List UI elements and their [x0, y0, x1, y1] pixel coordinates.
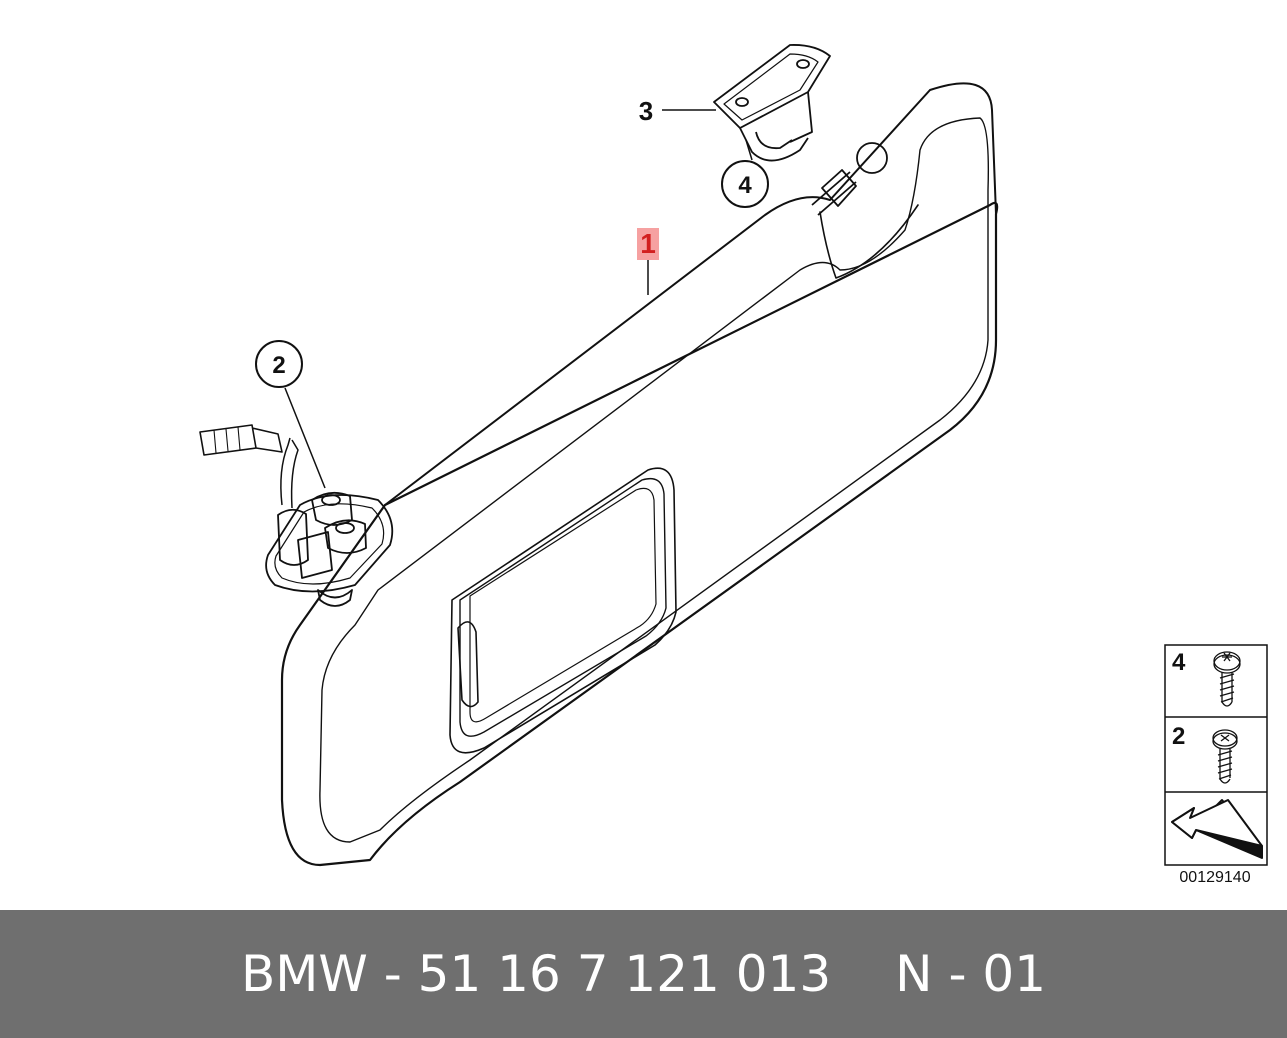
- visor-top-rim: [384, 82, 997, 506]
- connector-ribs: [213, 426, 241, 454]
- callout-1-label: 1: [640, 228, 656, 259]
- hinge-plug-bottom: [317, 589, 353, 607]
- clip-top-plate: [713, 44, 831, 129]
- direction-arrow-icon: [1171, 799, 1263, 859]
- callout-4-label: 4: [738, 172, 752, 199]
- hinge-mount: [199, 424, 394, 607]
- legend-row-2-number: 2: [1172, 723, 1185, 750]
- connector-body: [199, 424, 283, 456]
- pin-shaft: [811, 171, 857, 216]
- hinge-pivot: [277, 508, 309, 566]
- mirror-recess-inner: [459, 477, 667, 737]
- visor-outline: [280, 201, 999, 867]
- variant-code: N - 01: [895, 945, 1047, 1003]
- clip-top-rim: [723, 53, 819, 121]
- leader-line-2: [284, 387, 326, 489]
- visor-inner-edge: [319, 117, 989, 843]
- hinge-boss-front: [324, 519, 367, 554]
- torx-screw-icon: [1213, 651, 1241, 707]
- legend-row-1-number: 4: [1172, 649, 1186, 676]
- visor-pin: [811, 142, 888, 216]
- clip-hole-left: [735, 97, 749, 107]
- hinge-pivot-block: [297, 531, 333, 579]
- callout-1-highlight: [637, 228, 659, 260]
- clip-side: [789, 91, 813, 143]
- mirror-recess-outer: [449, 467, 677, 754]
- callout-2-label: 2: [272, 352, 285, 379]
- parts-diagram: 1 2 3 4 4 2: [199, 44, 1268, 867]
- leader-lines: [284, 109, 753, 489]
- mirror-glass: [469, 487, 657, 723]
- visor-notch: [819, 204, 919, 279]
- callout-4-circle: [721, 160, 769, 208]
- pin-ball: [856, 142, 888, 174]
- clip-holder: [713, 44, 831, 162]
- leader-line-4: [745, 139, 753, 161]
- part-number-footer: BMW - 51 16 7 121 013 N - 01: [0, 910, 1287, 1038]
- clip-hole-right: [796, 59, 810, 69]
- pin-collar: [821, 169, 857, 207]
- diagram-number: 00129140: [1179, 869, 1251, 886]
- hinge-boss-rear-hole: [321, 494, 341, 506]
- hardware-legend: 4 2: [1164, 644, 1268, 866]
- part-number-label: BMW - 51 16 7 121 013: [240, 945, 832, 1003]
- mirror-slot: [457, 621, 479, 708]
- phillips-screw-icon: [1212, 729, 1238, 784]
- callout-2-circle: [255, 340, 303, 388]
- sun-visor: [280, 82, 999, 867]
- hinge-base-plate: [265, 494, 394, 593]
- callout-3-label: 3: [639, 96, 653, 126]
- hinge-boss-front-hole: [335, 522, 355, 534]
- hinge-wires: [280, 437, 299, 509]
- clip-hook: [739, 127, 809, 162]
- hinge-base-rim: [274, 503, 385, 585]
